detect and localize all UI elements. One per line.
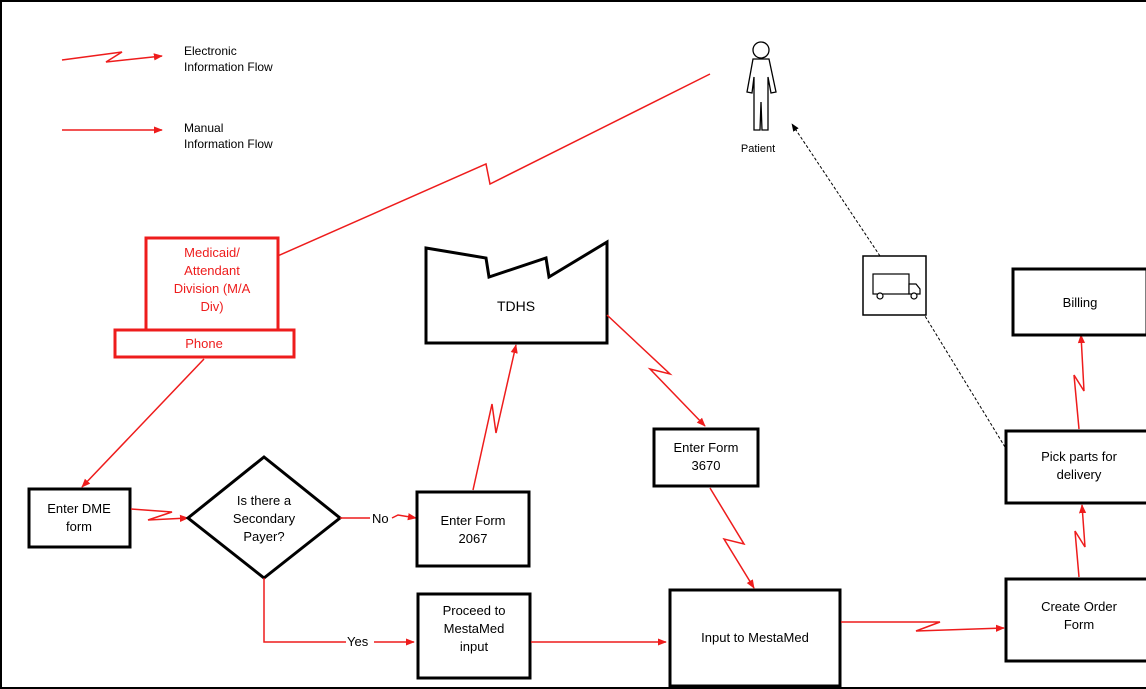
proceed-line2: MestaMed <box>444 621 505 636</box>
decision-line3: Payer? <box>243 529 284 544</box>
flow-tdhs-to-3670 <box>606 314 706 427</box>
no-label: No <box>372 511 389 526</box>
proceed-box: Proceed to MestaMed input <box>416 592 532 680</box>
proceed-line1: Proceed to <box>443 603 506 618</box>
flow-input-to-order <box>841 621 1005 632</box>
pick-parts-box: Pick parts for delivery <box>1004 429 1146 505</box>
flow-order-to-pick <box>1074 504 1087 578</box>
enter-2067-box: Enter Form 2067 <box>415 490 531 568</box>
input-mestamed-box: Input to MestaMed <box>668 588 842 687</box>
proceed-line3: input <box>460 639 489 654</box>
phone-box: Phone <box>113 328 296 359</box>
enter-2067-line1: Enter Form <box>440 513 505 528</box>
medicaid-line3: Division (M/A <box>174 281 251 296</box>
decision-line2: Secondary <box>233 511 296 526</box>
yes-label: Yes <box>347 634 369 649</box>
enter-3670-box: Enter Form 3670 <box>652 427 760 488</box>
billing-box: Billing <box>1011 267 1146 337</box>
medicaid-line2: Attendant <box>184 263 240 278</box>
enter-dme-line2: form <box>66 519 92 534</box>
flow-patient-to-medicaid <box>263 73 711 263</box>
tdhs-label: TDHS <box>497 298 535 314</box>
decision-diamond: Is there a Secondary Payer? <box>185 455 343 580</box>
legend-electronic-line1: Electronic <box>184 44 237 58</box>
pick-parts-line2: delivery <box>1057 467 1102 482</box>
flow-no-to-2067 <box>391 513 417 521</box>
patient-label: Patient <box>741 143 775 155</box>
phone-label: Phone <box>185 336 223 351</box>
legend-electronic-line2: Information Flow <box>184 60 273 74</box>
flow-delivery-dotted-1 <box>924 315 1006 448</box>
legend-manual-line2: Information Flow <box>184 137 273 151</box>
flow-phone-to-dme <box>81 358 205 488</box>
legend-electronic-arrow <box>61 51 163 63</box>
enter-dme-box: Enter DME form <box>27 487 132 549</box>
medicaid-line4: Div) <box>200 299 223 314</box>
decision-line1: Is there a <box>237 493 292 508</box>
pick-parts-line1: Pick parts for <box>1041 449 1118 464</box>
enter-dme-line1: Enter DME <box>47 501 111 516</box>
enter-3670-line1: Enter Form <box>673 440 738 455</box>
enter-2067-line2: 2067 <box>459 531 488 546</box>
flow-decision-yes <box>263 578 346 643</box>
create-order-line1: Create Order <box>1041 599 1118 614</box>
billing-label: Billing <box>1063 295 1098 310</box>
enter-3670-line2: 3670 <box>692 458 721 473</box>
create-order-line2: Form <box>1064 617 1094 632</box>
flow-2067-to-tdhs <box>472 344 518 491</box>
patient-icon <box>746 41 777 131</box>
truck-icon <box>862 255 927 316</box>
create-order-box: Create Order Form <box>1004 577 1146 663</box>
flow-pick-to-billing <box>1073 334 1086 430</box>
legend: Electronic Information Flow Manual Infor… <box>61 44 273 151</box>
input-mestamed-label: Input to MestaMed <box>701 630 809 645</box>
flow-delivery-dotted-2 <box>791 123 881 257</box>
flow-dme-to-decision <box>130 508 189 523</box>
flow-3670-to-input <box>709 487 755 589</box>
legend-manual-line1: Manual <box>184 121 223 135</box>
medicaid-division-box: Medicaid/ Attendant Division (M/A Div) <box>144 236 280 332</box>
medicaid-line1: Medicaid/ <box>184 245 240 260</box>
tdhs-factory: TDHS <box>424 239 609 345</box>
